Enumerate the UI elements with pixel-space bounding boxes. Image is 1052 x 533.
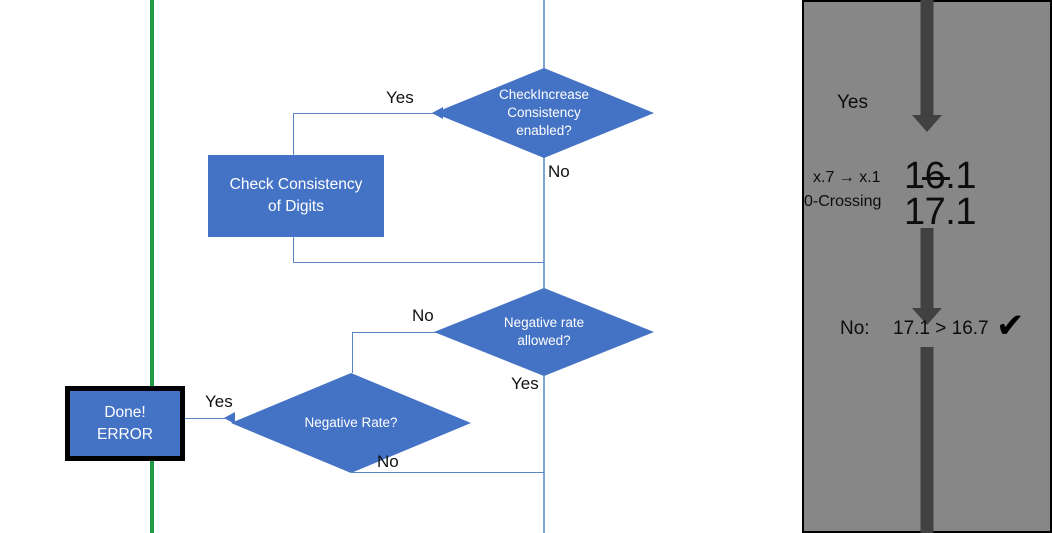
process-check-consistency-of-digits[interactable]: Check Consistency of Digits [208,155,384,237]
strikethrough-line [922,177,950,180]
process-line-1: Check Consistency [229,176,363,193]
connector-negallowed-no-down [352,332,353,373]
process-line-2: of Digits [267,198,324,215]
connector-box-down [293,237,294,263]
decision-label: Negative rate allowed? [504,314,584,350]
edge-label-checkincrease-yes: Yes [386,88,414,107]
main-flow-line-bottom [543,358,545,533]
arrow-shaft [920,0,934,117]
arrow-shaft [920,228,934,310]
edge-label-checkincrease-no: No [548,162,570,181]
connector-checkincrease-yes [293,113,441,114]
decision-negative-rate-allowed[interactable]: Negative rate allowed? [434,288,654,376]
connector-yes-down-to-box [293,113,294,155]
check-icon: ✔ [996,307,1025,345]
edge-label-negrate-yes: Yes [205,392,233,411]
terminator-done-error[interactable]: Done! ERROR [65,386,185,461]
flow-arrow-middle [804,228,1050,333]
main-flow-line-top [543,0,545,113]
connector-negrate-yes-to-error [174,418,234,419]
decision-line-1: CheckIncrease [498,87,590,102]
decision-negative-rate[interactable]: Negative Rate? [231,373,471,473]
edge-label-negallowed-yes: Yes [511,374,539,393]
error-line-2: ERROR [97,425,153,443]
flow-bar-bottom [920,347,934,533]
main-flow-line-mid [543,150,545,312]
panel-rule-label: x.7 → x.1 [813,169,881,186]
decision-label: CheckIncrease Consistency enabled? [499,86,589,140]
decision-label: Negative Rate? [304,415,398,430]
arrow-head [912,115,942,132]
process-label: Check Consistency of Digits [230,174,363,218]
arrow-head [912,308,942,325]
panel-value-struck: 16.1 [904,155,976,197]
green-divider-line [150,0,154,533]
decision-line-3: enabled? [516,123,572,138]
detail-panel: Yes x.7 → x.1 0-Crossing 16.1 17.1 No: 1… [802,0,1052,533]
panel-zero-crossing-label: 0-Crossing [804,193,882,210]
error-line-1: Done! [104,403,146,421]
decision-line-2: Consistency [507,105,581,120]
panel-no-label: No: [840,318,870,339]
connector-negrate-no-to-spine [352,472,544,473]
arrowhead-negrate-yes [224,412,235,424]
panel-yes-label: Yes [837,92,868,113]
panel-comparison: 17.1 > 16.7 [893,318,989,339]
flow-arrow-top [804,0,1050,135]
connector-negallowed-no [352,332,442,333]
decision-check-increase-consistency[interactable]: CheckIncrease Consistency enabled? [434,68,654,158]
decision-line-1: Negative rate [503,315,585,330]
edge-label-negrate-no: No [377,452,399,471]
connector-box-back-to-spine [293,262,544,263]
edge-label-negallowed-no: No [412,306,434,325]
decision-line-2: allowed? [517,333,571,348]
panel-value-current: 17.1 [904,191,976,233]
